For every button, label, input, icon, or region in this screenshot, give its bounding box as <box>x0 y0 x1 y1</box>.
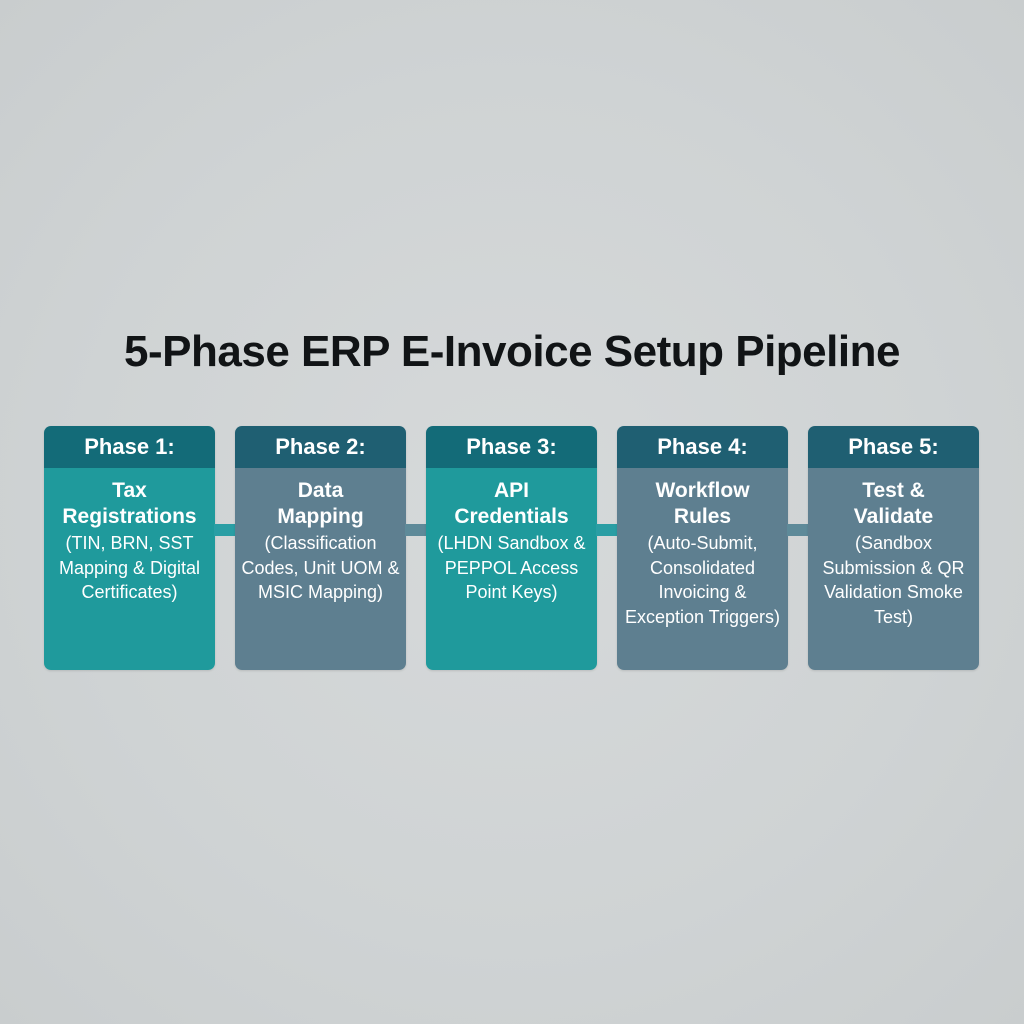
phase-4-body: Workflow Rules (Auto-Submit, Consolidate… <box>617 468 788 670</box>
phase-3-body: API Credentials (LHDN Sandbox & PEPPOL A… <box>426 468 597 670</box>
phase-3-name: API Credentials <box>454 479 569 528</box>
phase-2-body: Data Mapping (Classification Codes, Unit… <box>235 468 406 670</box>
phase-1-body: Tax Registrations (TIN, BRN, SST Mapping… <box>44 468 215 670</box>
phase-2-name: Data Mapping <box>277 479 364 528</box>
phase-3-header: Phase 3: <box>426 426 597 468</box>
phase-5-description: (Sandbox Submission & QR Validation Smok… <box>822 533 965 627</box>
phase-4-description: (Auto-Submit, Consolidated Invoicing & E… <box>624 533 781 627</box>
phase-5-name: Test & Validate <box>853 479 934 528</box>
phase-2-description: (Classification Codes, Unit UOM & MSIC M… <box>241 533 400 602</box>
phase-3-description: (LHDN Sandbox & PEPPOL Access Point Keys… <box>437 533 586 602</box>
phase-1-description: (TIN, BRN, SST Mapping & Digital Certifi… <box>58 533 201 602</box>
phase-5-body: Test & Validate (Sandbox Submission & QR… <box>808 468 979 670</box>
phase-4-name: Workflow Rules <box>655 479 750 528</box>
phase-card-1: Phase 1: Tax Registrations (TIN, BRN, SS… <box>44 426 215 670</box>
phase-card-2: Phase 2: Data Mapping (Classification Co… <box>235 426 406 670</box>
phase-1-header: Phase 1: <box>44 426 215 468</box>
phase-4-header: Phase 4: <box>617 426 788 468</box>
phase-card-5: Phase 5: Test & Validate (Sandbox Submis… <box>808 426 979 670</box>
phase-card-3: Phase 3: API Credentials (LHDN Sandbox &… <box>426 426 597 670</box>
phase-2-header: Phase 2: <box>235 426 406 468</box>
phase-5-header: Phase 5: <box>808 426 979 468</box>
phase-card-4: Phase 4: Workflow Rules (Auto-Submit, Co… <box>617 426 788 670</box>
diagram-title: 5-Phase ERP E-Invoice Setup Pipeline <box>124 327 900 376</box>
phase-1-name: Tax Registrations <box>62 479 197 528</box>
phase-pipeline: Phase 1: Tax Registrations (TIN, BRN, SS… <box>44 426 980 670</box>
